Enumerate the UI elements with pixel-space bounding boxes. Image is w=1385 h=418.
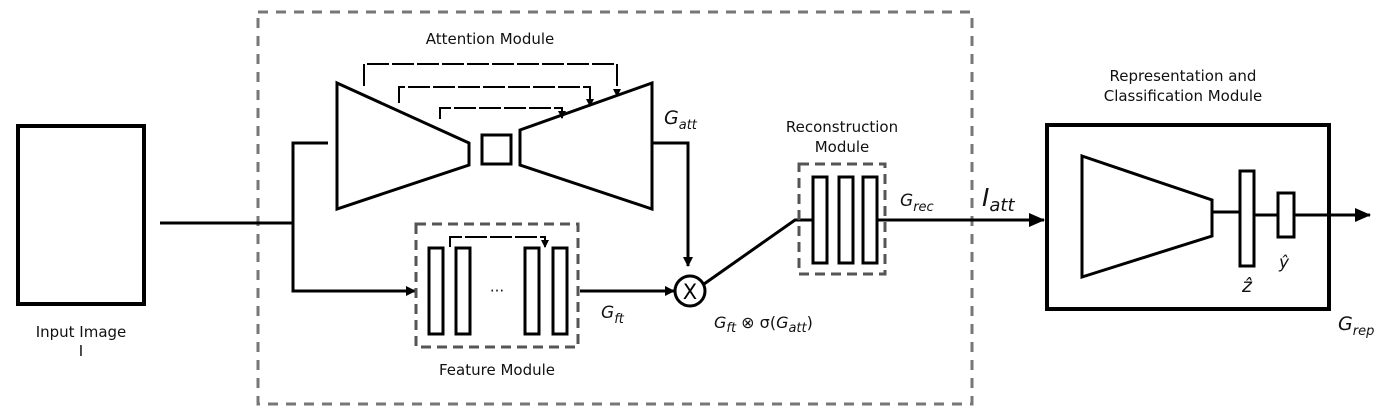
representation-module-box [1045, 123, 1331, 311]
input-image-symbol: I [79, 342, 83, 360]
latent-block [1238, 169, 1256, 268]
skip-connection-inner [439, 107, 566, 119]
split-connector [291, 141, 416, 296]
multiply-symbol: X [683, 280, 697, 304]
attention-output-line [652, 141, 693, 267]
feature-skip-connection [449, 236, 549, 248]
feature-module-box [414, 222, 580, 349]
g-ft-label: Gft [601, 303, 625, 327]
feature-block-2 [454, 246, 472, 336]
g-att-label: Gatt [664, 107, 698, 133]
attention-bottleneck [480, 133, 513, 166]
feature-block-4 [551, 246, 569, 336]
representation-encoder [1080, 153, 1214, 280]
outer-dashed-container [256, 10, 974, 406]
feature-module-label: Feature Module [439, 361, 555, 379]
reconstruction-module-label-1: Reconstruction [786, 118, 898, 136]
feature-ellipsis: ··· [490, 282, 504, 300]
feature-block-3 [523, 246, 541, 336]
reconstruction-block-2 [837, 175, 855, 265]
reconstruction-block-3 [861, 175, 879, 265]
reconstruction-block-1 [811, 175, 829, 265]
input-image-box [16, 124, 146, 306]
reconstruction-module-box [797, 162, 887, 276]
reconstruction-module-label-2: Module [815, 138, 870, 156]
feature-block-1 [427, 246, 445, 336]
representation-module-label-1: Representation and [1110, 67, 1257, 85]
attention-module-label: Attention Module [426, 30, 555, 48]
product-to-reconstruction-line [703, 218, 814, 286]
g-rep-label: Grep [1338, 313, 1374, 339]
i-att-label: Iatt [982, 183, 1015, 216]
attention-encoder [335, 80, 471, 212]
g-rec-label: Grec [900, 191, 934, 215]
prediction-block [1276, 191, 1296, 239]
product-label: Gft ⊗ σ(Gatt) [714, 313, 813, 336]
skip-connection-middle [398, 86, 594, 107]
z-hat-label: ẑ [1241, 275, 1253, 297]
y-hat-label: ŷ [1278, 253, 1290, 273]
skip-connection-outer [363, 63, 621, 97]
input-image-label: Input Image [36, 323, 127, 341]
multiply-node [673, 274, 707, 308]
representation-module-label-2: Classification Module [1104, 87, 1263, 105]
attention-decoder [518, 80, 654, 212]
